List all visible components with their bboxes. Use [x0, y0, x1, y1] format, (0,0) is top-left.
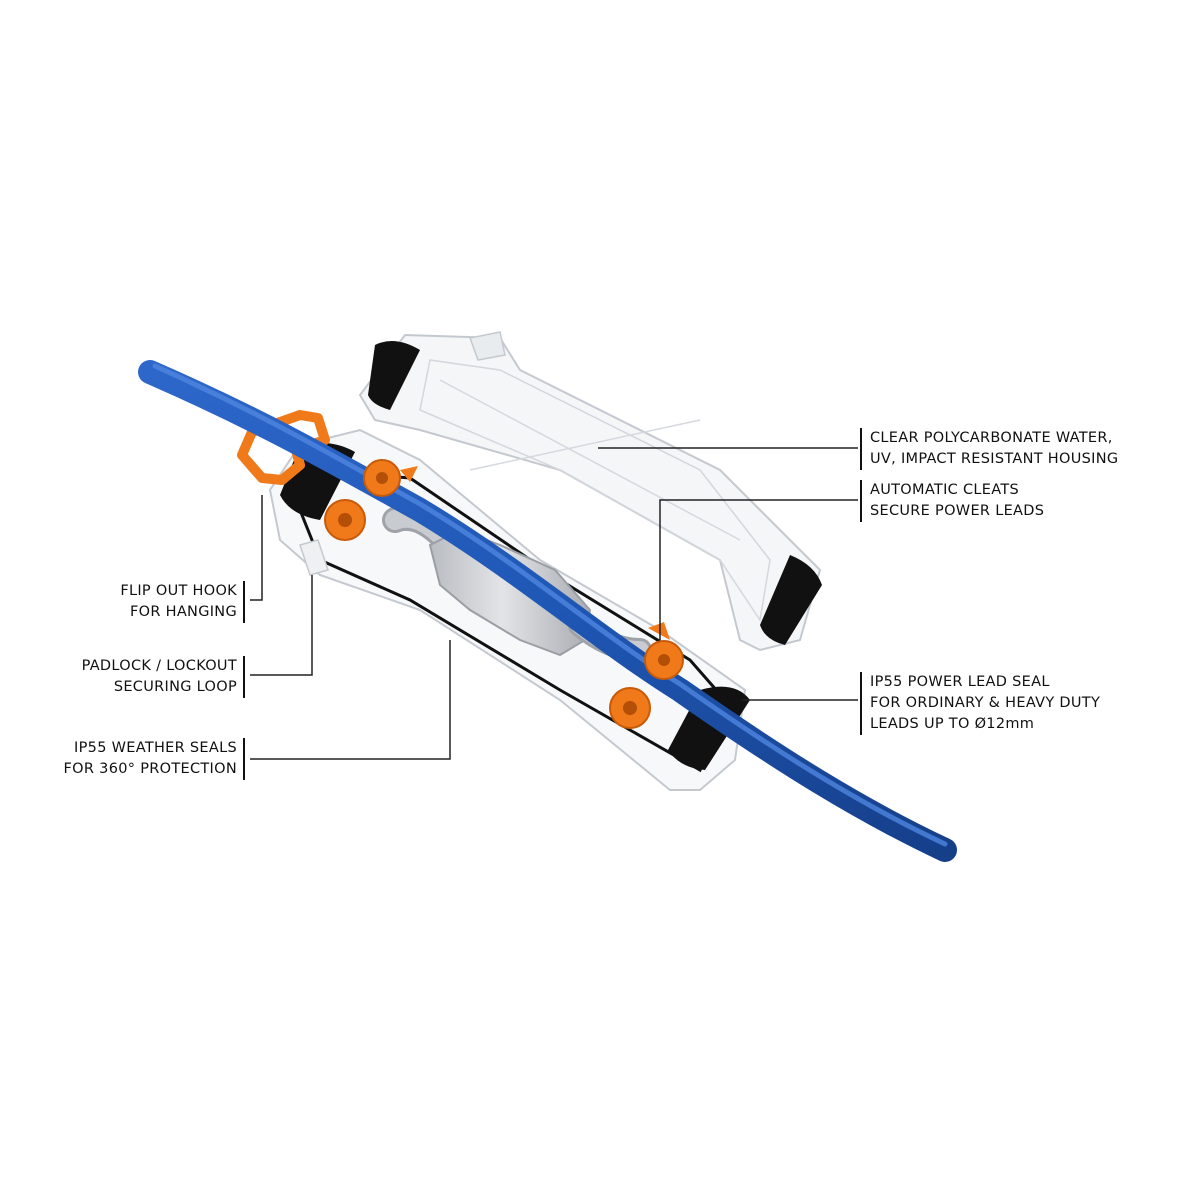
callout-hook-line-2: FOR HANGING [129, 604, 237, 620]
housing-lid [358, 331, 822, 652]
cleats [324, 459, 684, 729]
callout-cleats-line-1: AUTOMATIC CLEATS [870, 482, 1019, 498]
callout-housing: CLEAR POLYCARBONATE WATER, UV, IMPACT RE… [870, 428, 1118, 470]
leader-hook [250, 495, 263, 601]
leader-weather [250, 640, 451, 760]
callout-weather-line-2: FOR 360° PROTECTION [63, 761, 237, 777]
callout-housing-line-2: UV, IMPACT RESISTANT HOUSING [870, 451, 1119, 467]
callout-padlock-line-1: PADLOCK / LOCKOUT [81, 658, 237, 674]
callout-cleats: AUTOMATIC CLEATS SECURE POWER LEADS [870, 480, 1044, 522]
lid-seal-left [368, 341, 420, 410]
callout-padlock-line-2: SECURING LOOP [113, 679, 237, 695]
callout-cleats-line-2: SECURE POWER LEADS [870, 503, 1045, 519]
leader-padlock [250, 575, 313, 676]
padlock-loop [299, 539, 329, 576]
leader-lines [250, 447, 858, 760]
callout-weather: IP55 WEATHER SEALS FOR 360° PROTECTION [64, 738, 237, 780]
callout-lead-seal-line-2: FOR ORDINARY & HEAVY DUTY [870, 695, 1101, 711]
callout-lead-seal: IP55 POWER LEAD SEAL FOR ORDINARY & HEAV… [870, 672, 1100, 735]
power-cable [138, 360, 957, 862]
callout-hook-line-1: FLIP OUT HOOK [120, 583, 237, 599]
callout-hook: FLIP OUT HOOK FOR HANGING [120, 581, 237, 623]
callout-padlock: PADLOCK / LOCKOUT SECURING LOOP [82, 656, 237, 698]
callout-housing-line-1: CLEAR POLYCARBONATE WATER, [870, 430, 1113, 446]
callout-lead-seal-line-3: LEADS UP TO Ø12mm [870, 716, 1035, 732]
leader-cleats [659, 499, 858, 640]
callout-weather-line-1: IP55 WEATHER SEALS [74, 740, 237, 756]
base-seal-right [668, 686, 750, 770]
callout-lead-seal-line-1: IP55 POWER LEAD SEAL [870, 674, 1050, 690]
label-bars [243, 428, 862, 780]
lid-seal-right [760, 555, 822, 645]
